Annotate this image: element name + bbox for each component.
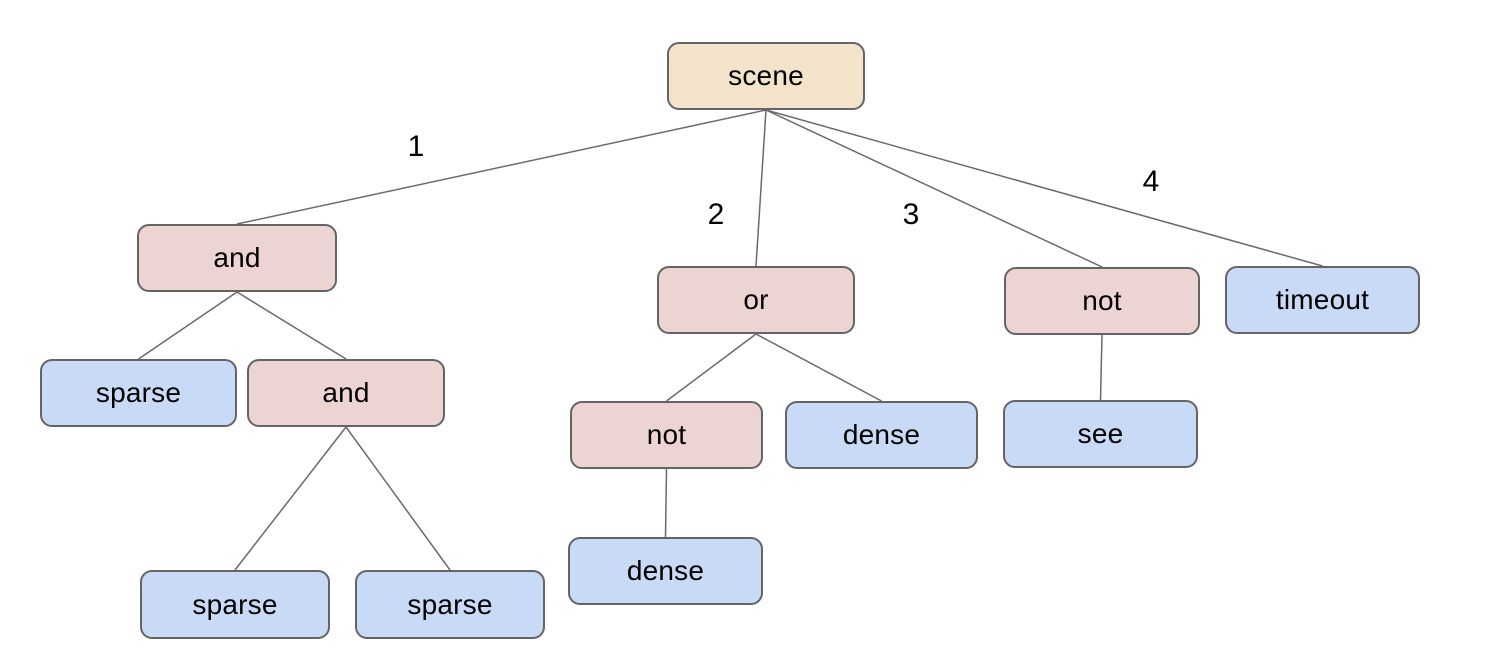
- tree-node-dense2: dense: [568, 537, 763, 605]
- tree-node-scene: scene: [667, 42, 865, 110]
- edge-label-2: 2: [707, 198, 725, 231]
- tree-node-sparse3: sparse: [355, 570, 545, 639]
- tree-node-and1: and: [137, 224, 337, 292]
- edge-not2-dense2: [664, 468, 668, 538]
- tree-node-not2: not: [570, 401, 763, 469]
- tree-node-dense1: dense: [785, 401, 978, 469]
- tree-node-sparse1: sparse: [40, 359, 237, 427]
- edge-and1-and2: [236, 291, 347, 360]
- edge-and1-sparse1: [138, 291, 238, 360]
- tree-node-sparse2: sparse: [140, 570, 330, 639]
- edge-not1-see1: [1099, 334, 1103, 401]
- tree-node-or1: or: [657, 266, 855, 334]
- edge-or1-not2: [666, 333, 757, 402]
- edge-label-1: 1: [407, 130, 425, 163]
- edge-scene-not1: [765, 109, 1103, 268]
- edge-scene-and1: [236, 109, 767, 225]
- edge-and2-sparse3: [345, 426, 451, 571]
- tree-node-timeout1: timeout: [1225, 266, 1420, 334]
- tree-node-and2: and: [247, 359, 445, 427]
- edge-scene-timeout1: [765, 109, 1323, 267]
- edge-label-4: 4: [1142, 165, 1160, 198]
- edge-label-3: 3: [902, 198, 920, 231]
- tree-node-see1: see: [1003, 400, 1198, 468]
- edge-scene-or1: [755, 109, 767, 267]
- tree-node-not1: not: [1004, 267, 1200, 335]
- edge-and2-sparse2: [234, 426, 347, 571]
- edge-or1-dense1: [755, 333, 882, 402]
